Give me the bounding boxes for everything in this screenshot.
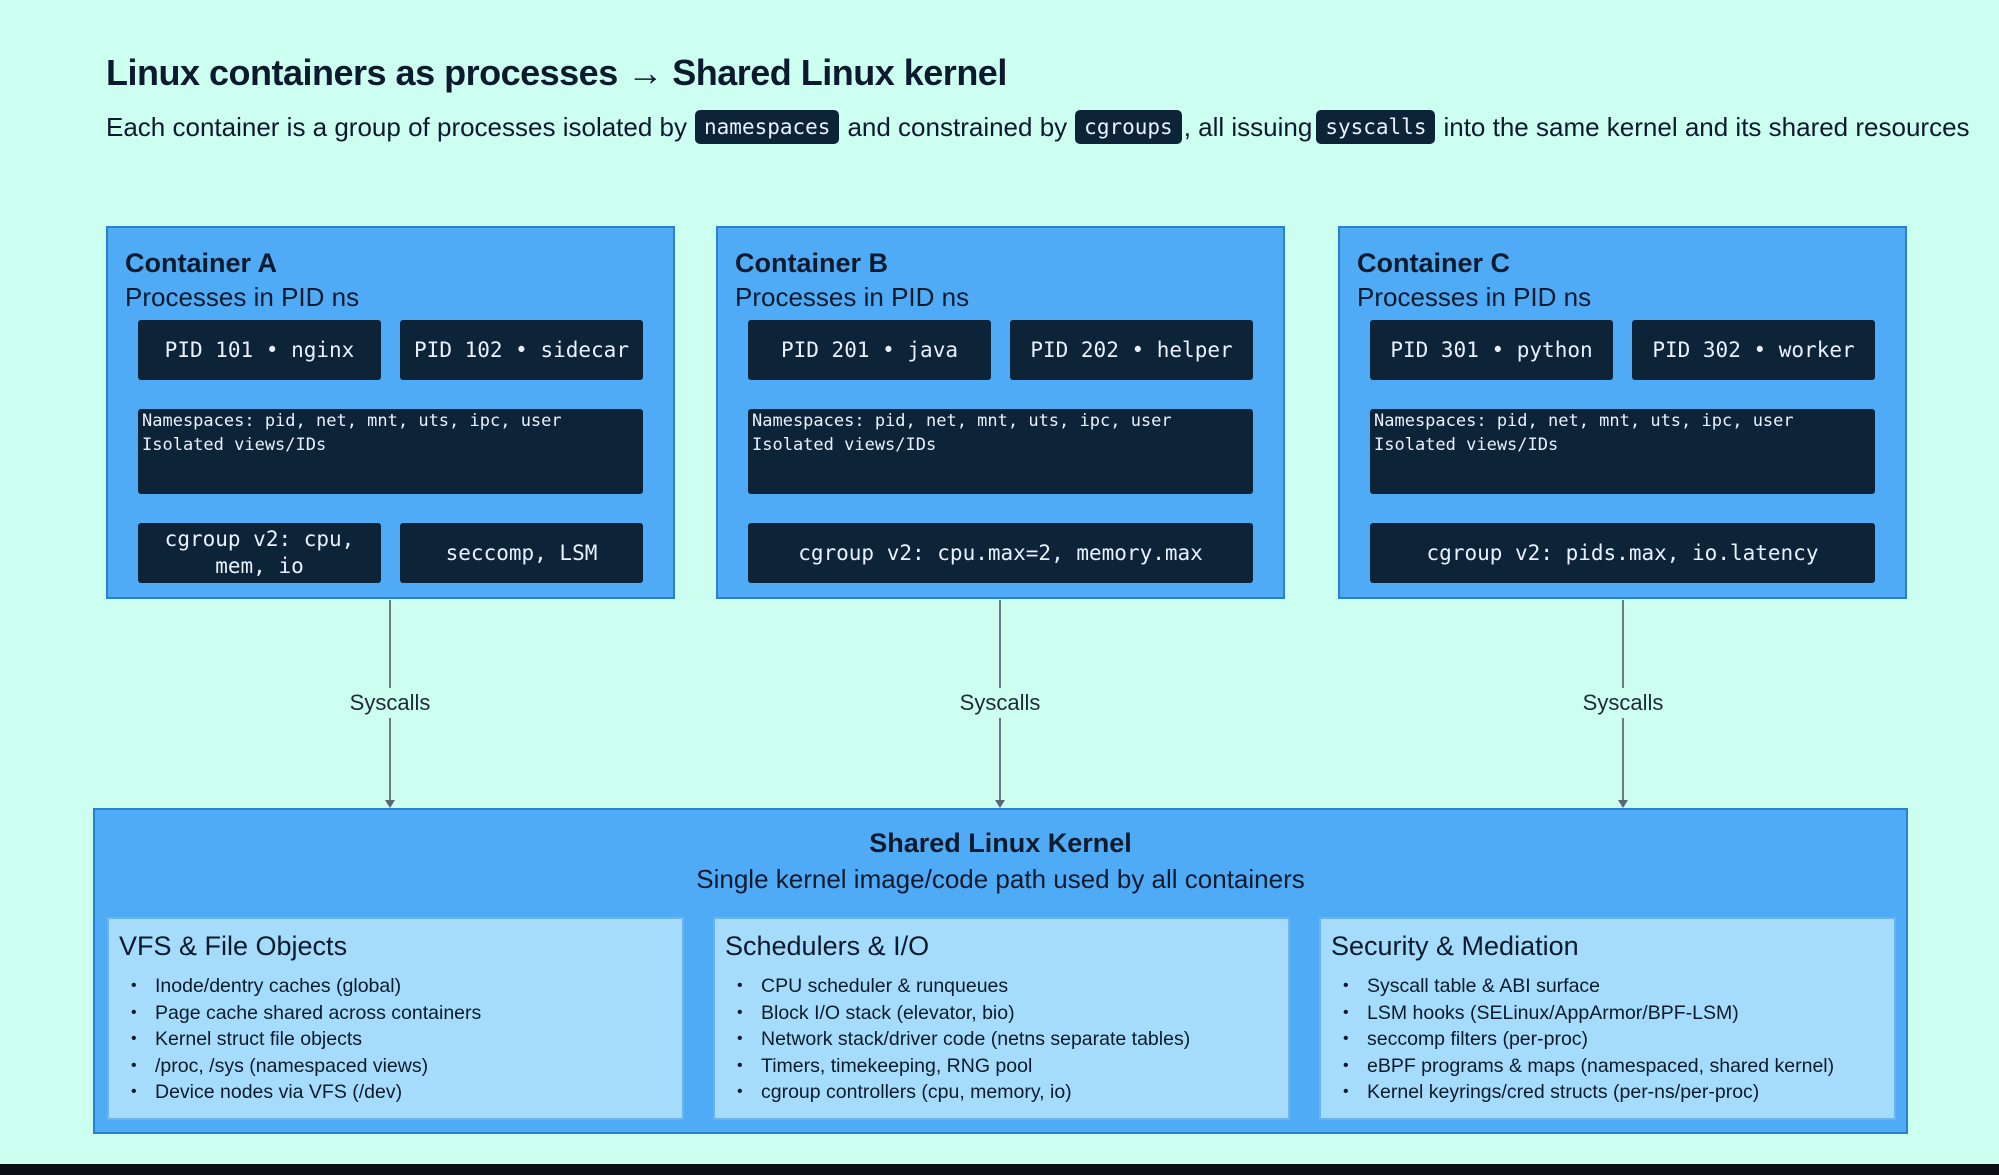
list-item: seccomp filters (per-proc) [1343, 1026, 1834, 1053]
container-a-seccomp: seccomp, LSM [400, 523, 643, 583]
panel-vfs: VFS & File Objects Inode/dentry caches (… [107, 917, 684, 1120]
list-item: Network stack/driver code (netns separat… [737, 1026, 1190, 1053]
container-c-pid-2: PID 302 • worker [1632, 320, 1875, 380]
list-item: /proc, /sys (namespaced views) [131, 1053, 481, 1080]
list-item: Block I/O stack (elevator, bio) [737, 1000, 1190, 1027]
panel-security: Security & Mediation Syscall table & ABI… [1319, 917, 1896, 1120]
arrowhead-a [385, 800, 395, 808]
syscalls-label-a: Syscalls [345, 688, 435, 718]
kernel-subtitle: Single kernel image/code path used by al… [696, 864, 1305, 894]
subtitle-text-4: into the same kernel and its shared reso… [1443, 111, 1970, 142]
panel-vfs-list: Inode/dentry caches (global) Page cache … [131, 973, 481, 1106]
panel-schedulers-title: Schedulers & I/O [725, 931, 930, 961]
panel-schedulers-list: CPU scheduler & runqueues Block I/O stac… [737, 973, 1190, 1106]
list-item: Timers, timekeeping, RNG pool [737, 1053, 1190, 1080]
list-item: Inode/dentry caches (global) [131, 973, 481, 1000]
container-a: Container A Processes in PID ns PID 101 … [106, 226, 675, 599]
list-item: Kernel keyrings/cred structs (per-ns/per… [1343, 1079, 1834, 1106]
container-a-cgroup: cgroup v2: cpu, mem, io [138, 523, 381, 583]
container-a-name: Container A [125, 248, 278, 278]
syscalls-chip: syscalls [1316, 110, 1436, 144]
panel-schedulers: Schedulers & I/O CPU scheduler & runqueu… [713, 917, 1290, 1120]
container-c-name: Container C [1357, 248, 1511, 278]
container-b-subtitle: Processes in PID ns [735, 282, 970, 312]
namespaces-chip: namespaces [695, 110, 840, 144]
container-b: Container B Processes in PID ns PID 201 … [716, 226, 1285, 599]
panel-security-list: Syscall table & ABI surface LSM hooks (S… [1343, 973, 1834, 1106]
container-b-name: Container B [735, 248, 889, 278]
container-a-pid-2: PID 102 • sidecar [400, 320, 643, 380]
kernel-title: Shared Linux Kernel [869, 828, 1132, 858]
panel-security-title: Security & Mediation [1331, 931, 1579, 961]
isolation-line: Isolated views/IDs [1374, 435, 1559, 455]
container-b-pid-2: PID 202 • helper [1010, 320, 1253, 380]
list-item: CPU scheduler & runqueues [737, 973, 1190, 1000]
list-item: Device nodes via VFS (/dev) [131, 1079, 481, 1106]
syscalls-label-c: Syscalls [1578, 688, 1668, 718]
panel-vfs-title: VFS & File Objects [119, 931, 348, 961]
list-item: eBPF programs & maps (namespaced, shared… [1343, 1053, 1834, 1080]
diagram-title: Linux containers as processes → Shared L… [106, 52, 1007, 93]
subtitle-text-1: Each container is a group of processes i… [106, 111, 688, 142]
namespaces-line: Namespaces: pid, net, mnt, uts, ipc, use… [142, 411, 562, 431]
list-item: Syscall table & ABI surface [1343, 973, 1834, 1000]
subtitle-text-2: and constrained by [847, 111, 1068, 142]
container-a-subtitle: Processes in PID ns [125, 282, 360, 312]
container-b-pid-1: PID 201 • java [748, 320, 991, 380]
isolation-line: Isolated views/IDs [752, 435, 937, 455]
syscalls-label-b: Syscalls [955, 688, 1045, 718]
container-c-pid-1: PID 301 • python [1370, 320, 1613, 380]
subtitle-text-3: , all issuing [1183, 111, 1313, 142]
cgroups-chip: cgroups [1075, 110, 1182, 144]
container-c-subtitle: Processes in PID ns [1357, 282, 1592, 312]
namespaces-line: Namespaces: pid, net, mnt, uts, ipc, use… [1374, 411, 1794, 431]
container-c: Container C Processes in PID ns PID 301 … [1338, 226, 1907, 599]
container-b-cgroup: cgroup v2: cpu.max=2, memory.max [748, 523, 1253, 583]
container-c-namespaces: Namespaces: pid, net, mnt, uts, ipc, use… [1370, 409, 1875, 494]
bottom-bar [0, 1164, 1999, 1175]
list-item: cgroup controllers (cpu, memory, io) [737, 1079, 1190, 1106]
namespaces-line: Namespaces: pid, net, mnt, uts, ipc, use… [752, 411, 1172, 431]
arrowhead-b [995, 800, 1005, 808]
container-a-namespaces: Namespaces: pid, net, mnt, uts, ipc, use… [138, 409, 643, 494]
isolation-line: Isolated views/IDs [142, 435, 327, 455]
list-item: LSM hooks (SELinux/AppArmor/BPF-LSM) [1343, 1000, 1834, 1027]
arrowhead-c [1618, 800, 1628, 808]
container-c-cgroup: cgroup v2: pids.max, io.latency [1370, 523, 1875, 583]
container-a-pid-1: PID 101 • nginx [138, 320, 381, 380]
container-b-namespaces: Namespaces: pid, net, mnt, uts, ipc, use… [748, 409, 1253, 494]
diagram-subtitle: Each container is a group of processes i… [106, 110, 1970, 144]
shared-kernel: Shared Linux Kernel Single kernel image/… [93, 808, 1908, 1134]
list-item: Page cache shared across containers [131, 1000, 481, 1027]
list-item: Kernel struct file objects [131, 1026, 481, 1053]
